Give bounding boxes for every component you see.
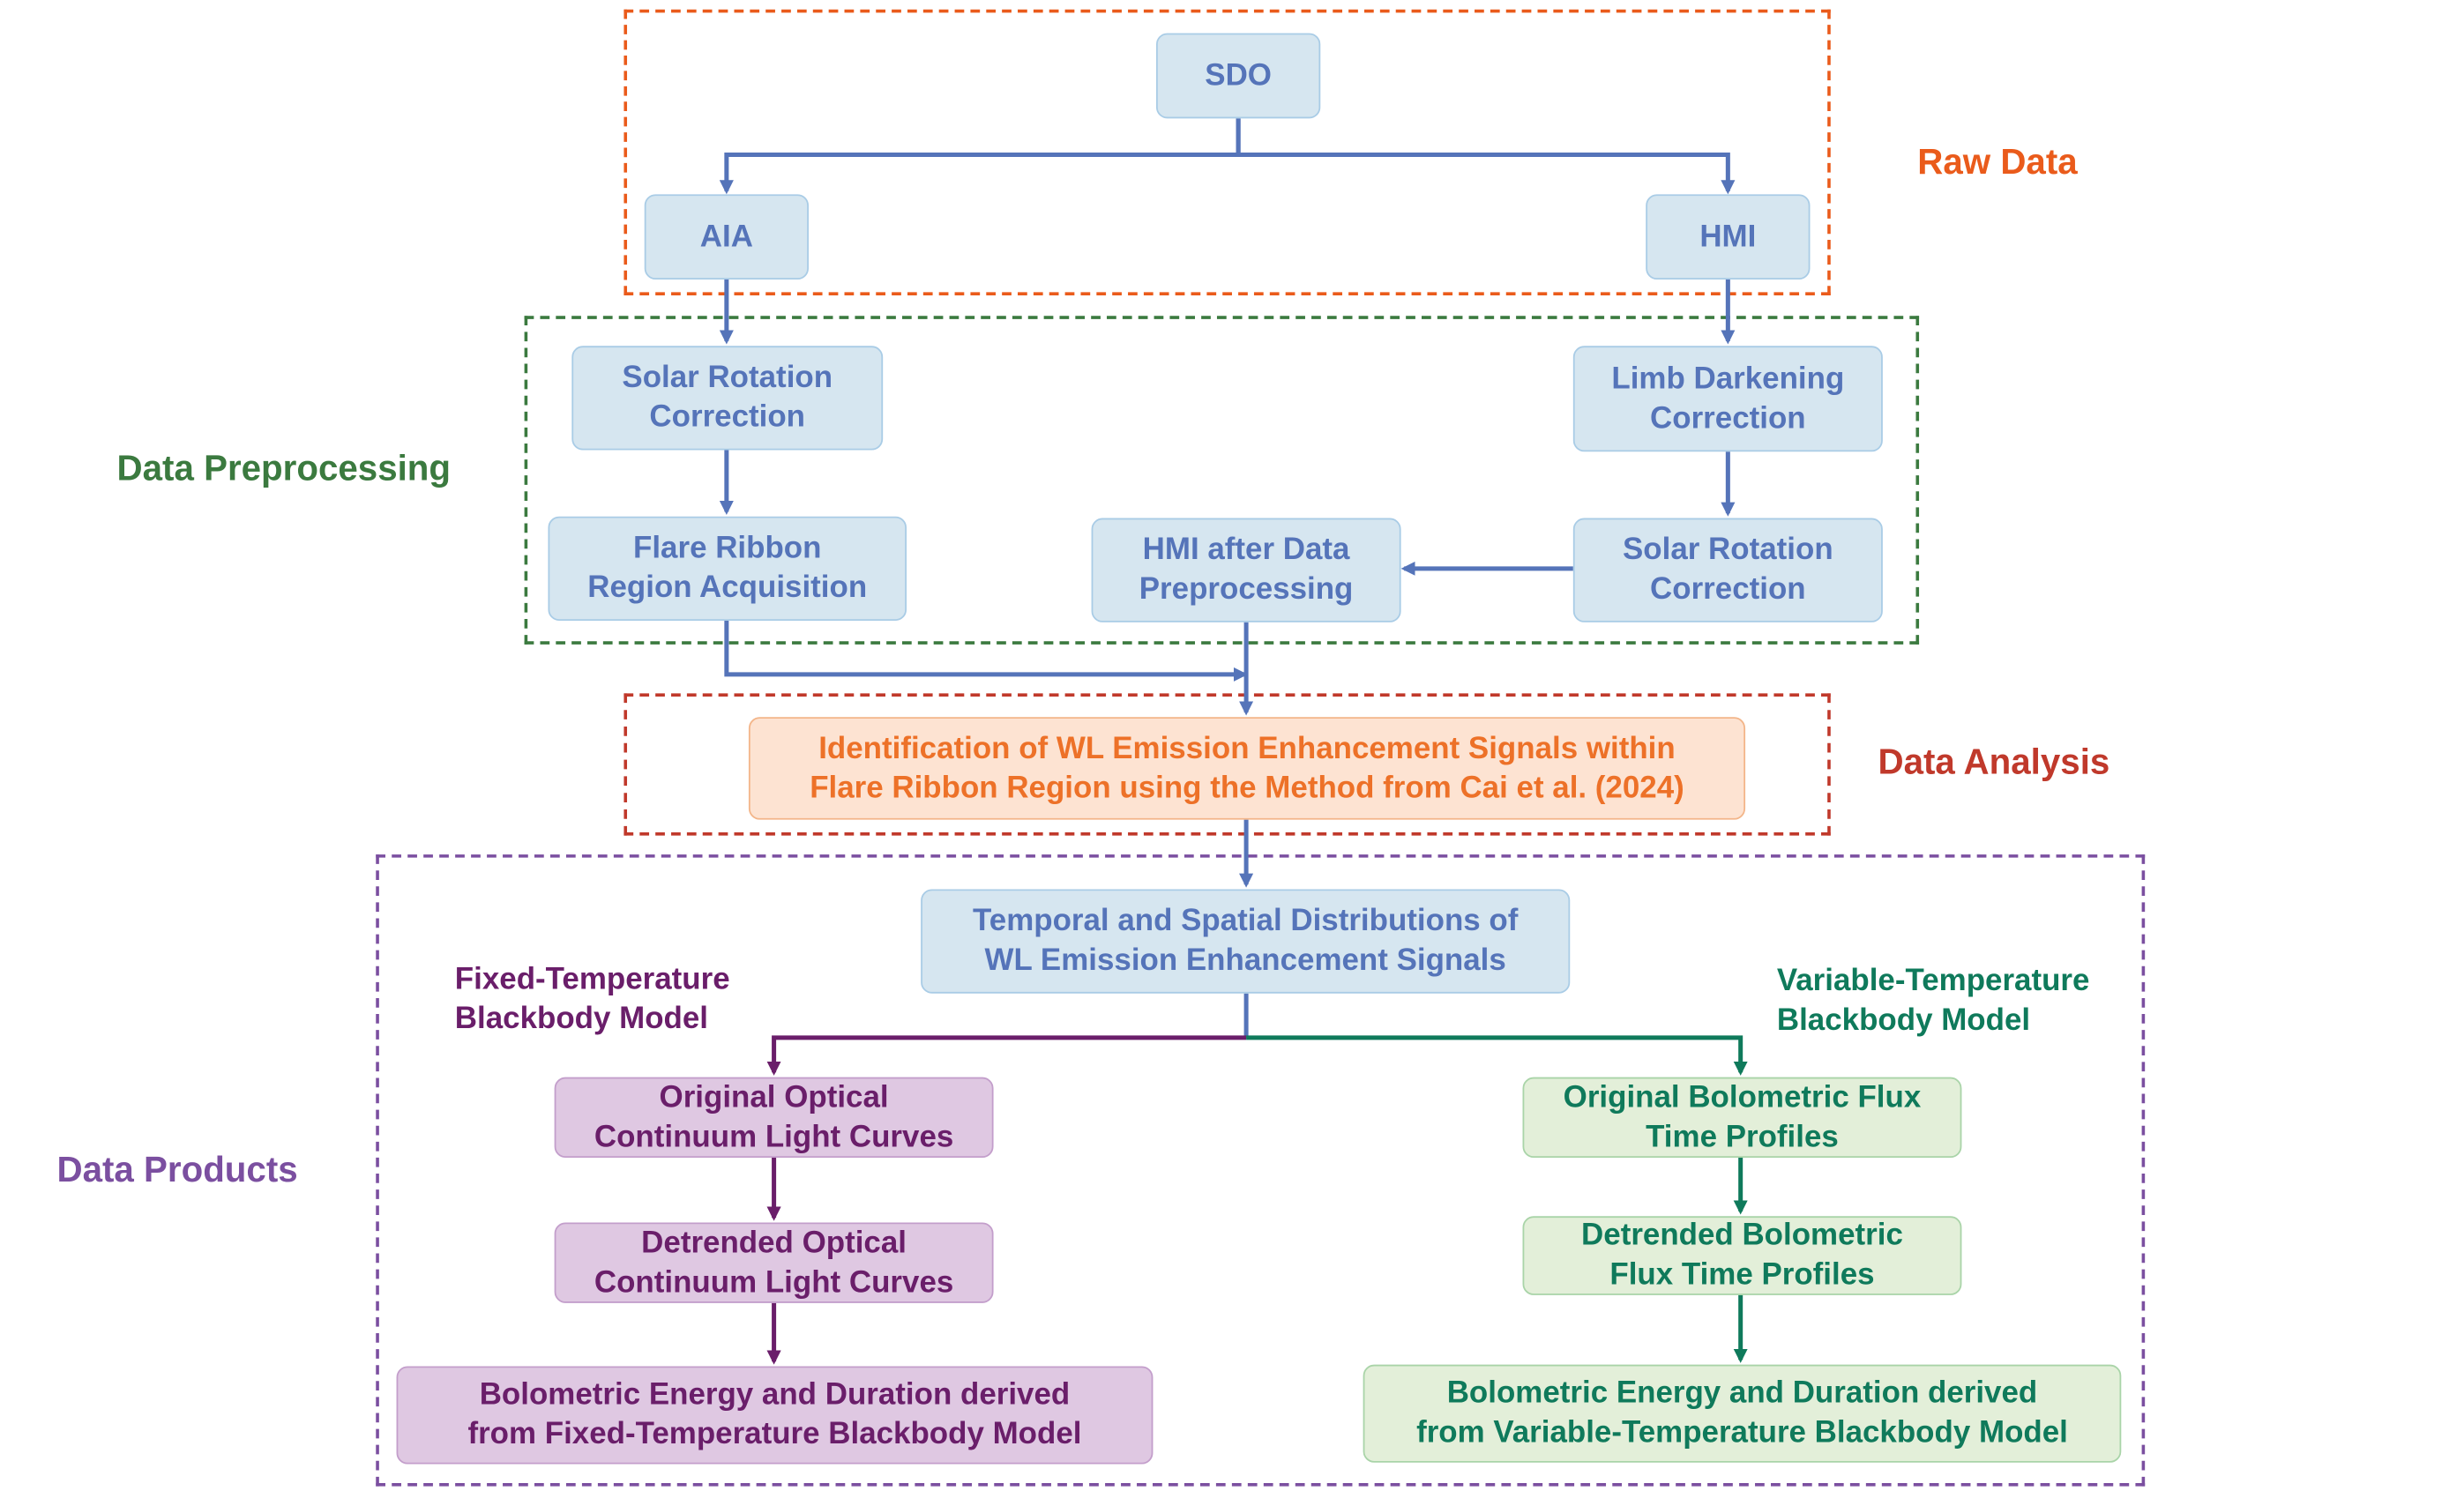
flare-ribbon-region-node: Flare Ribbon Region Acquisition — [548, 516, 907, 621]
bolometric-variable-node: Bolometric Energy and Duration derived f… — [1363, 1364, 2122, 1463]
raw-data-region — [623, 9, 1831, 295]
fixed-temperature-model-label: Fixed-Temperature Blackbody Model — [454, 961, 730, 1037]
arrow-to-fixed-branch — [766, 1035, 1247, 1076]
arrow-sdo-hmi — [1236, 118, 1736, 195]
original-flux-node: Original Bolometric Flux Time Profiles — [1522, 1077, 1962, 1159]
hmi-after-preprocessing-node: HMI after Data Preprocessing — [1091, 518, 1401, 622]
arrow-ribbon-merge — [724, 620, 1248, 682]
data-preprocessing-label: Data Preprocessing — [116, 448, 452, 488]
data-analysis-region — [623, 693, 1831, 836]
solar-rotation-correction-aia-node: Solar Rotation Correction — [571, 346, 884, 451]
bolometric-fixed-node: Bolometric Energy and Duration derived f… — [396, 1366, 1154, 1465]
raw-data-label: Raw Data — [1917, 142, 2078, 182]
arrow-to-variable-branch — [1246, 1035, 1748, 1076]
sdo-node: SDO — [1156, 33, 1321, 119]
distributions-node: Temporal and Spatial Distributions of WL… — [921, 889, 1571, 994]
hmi-node: HMI — [1646, 194, 1811, 280]
variable-temperature-model-label: Variable-Temperature Blackbody Model — [1776, 963, 2090, 1038]
solar-rotation-correction-hmi-node: Solar Rotation Correction — [1572, 518, 1883, 622]
original-optical-node: Original Optical Continuum Light Curves — [554, 1077, 994, 1159]
aia-node: AIA — [644, 194, 809, 280]
data-products-region — [376, 854, 2146, 1487]
detrended-flux-node: Detrended Bolometric Flux Time Profiles — [1522, 1216, 1962, 1295]
identification-node: Identification of WL Emission Enhancemen… — [748, 717, 1746, 820]
detrended-optical-node: Detrended Optical Continuum Light Curves — [554, 1222, 994, 1303]
data-analysis-label: Data Analysis — [1878, 742, 2110, 782]
data-products-label: Data Products — [56, 1150, 298, 1189]
limb-darkening-correction-node: Limb Darkening Correction — [1572, 346, 1883, 452]
arrow-sdo-aia — [719, 118, 1241, 195]
data-preprocessing-region — [524, 316, 1920, 645]
